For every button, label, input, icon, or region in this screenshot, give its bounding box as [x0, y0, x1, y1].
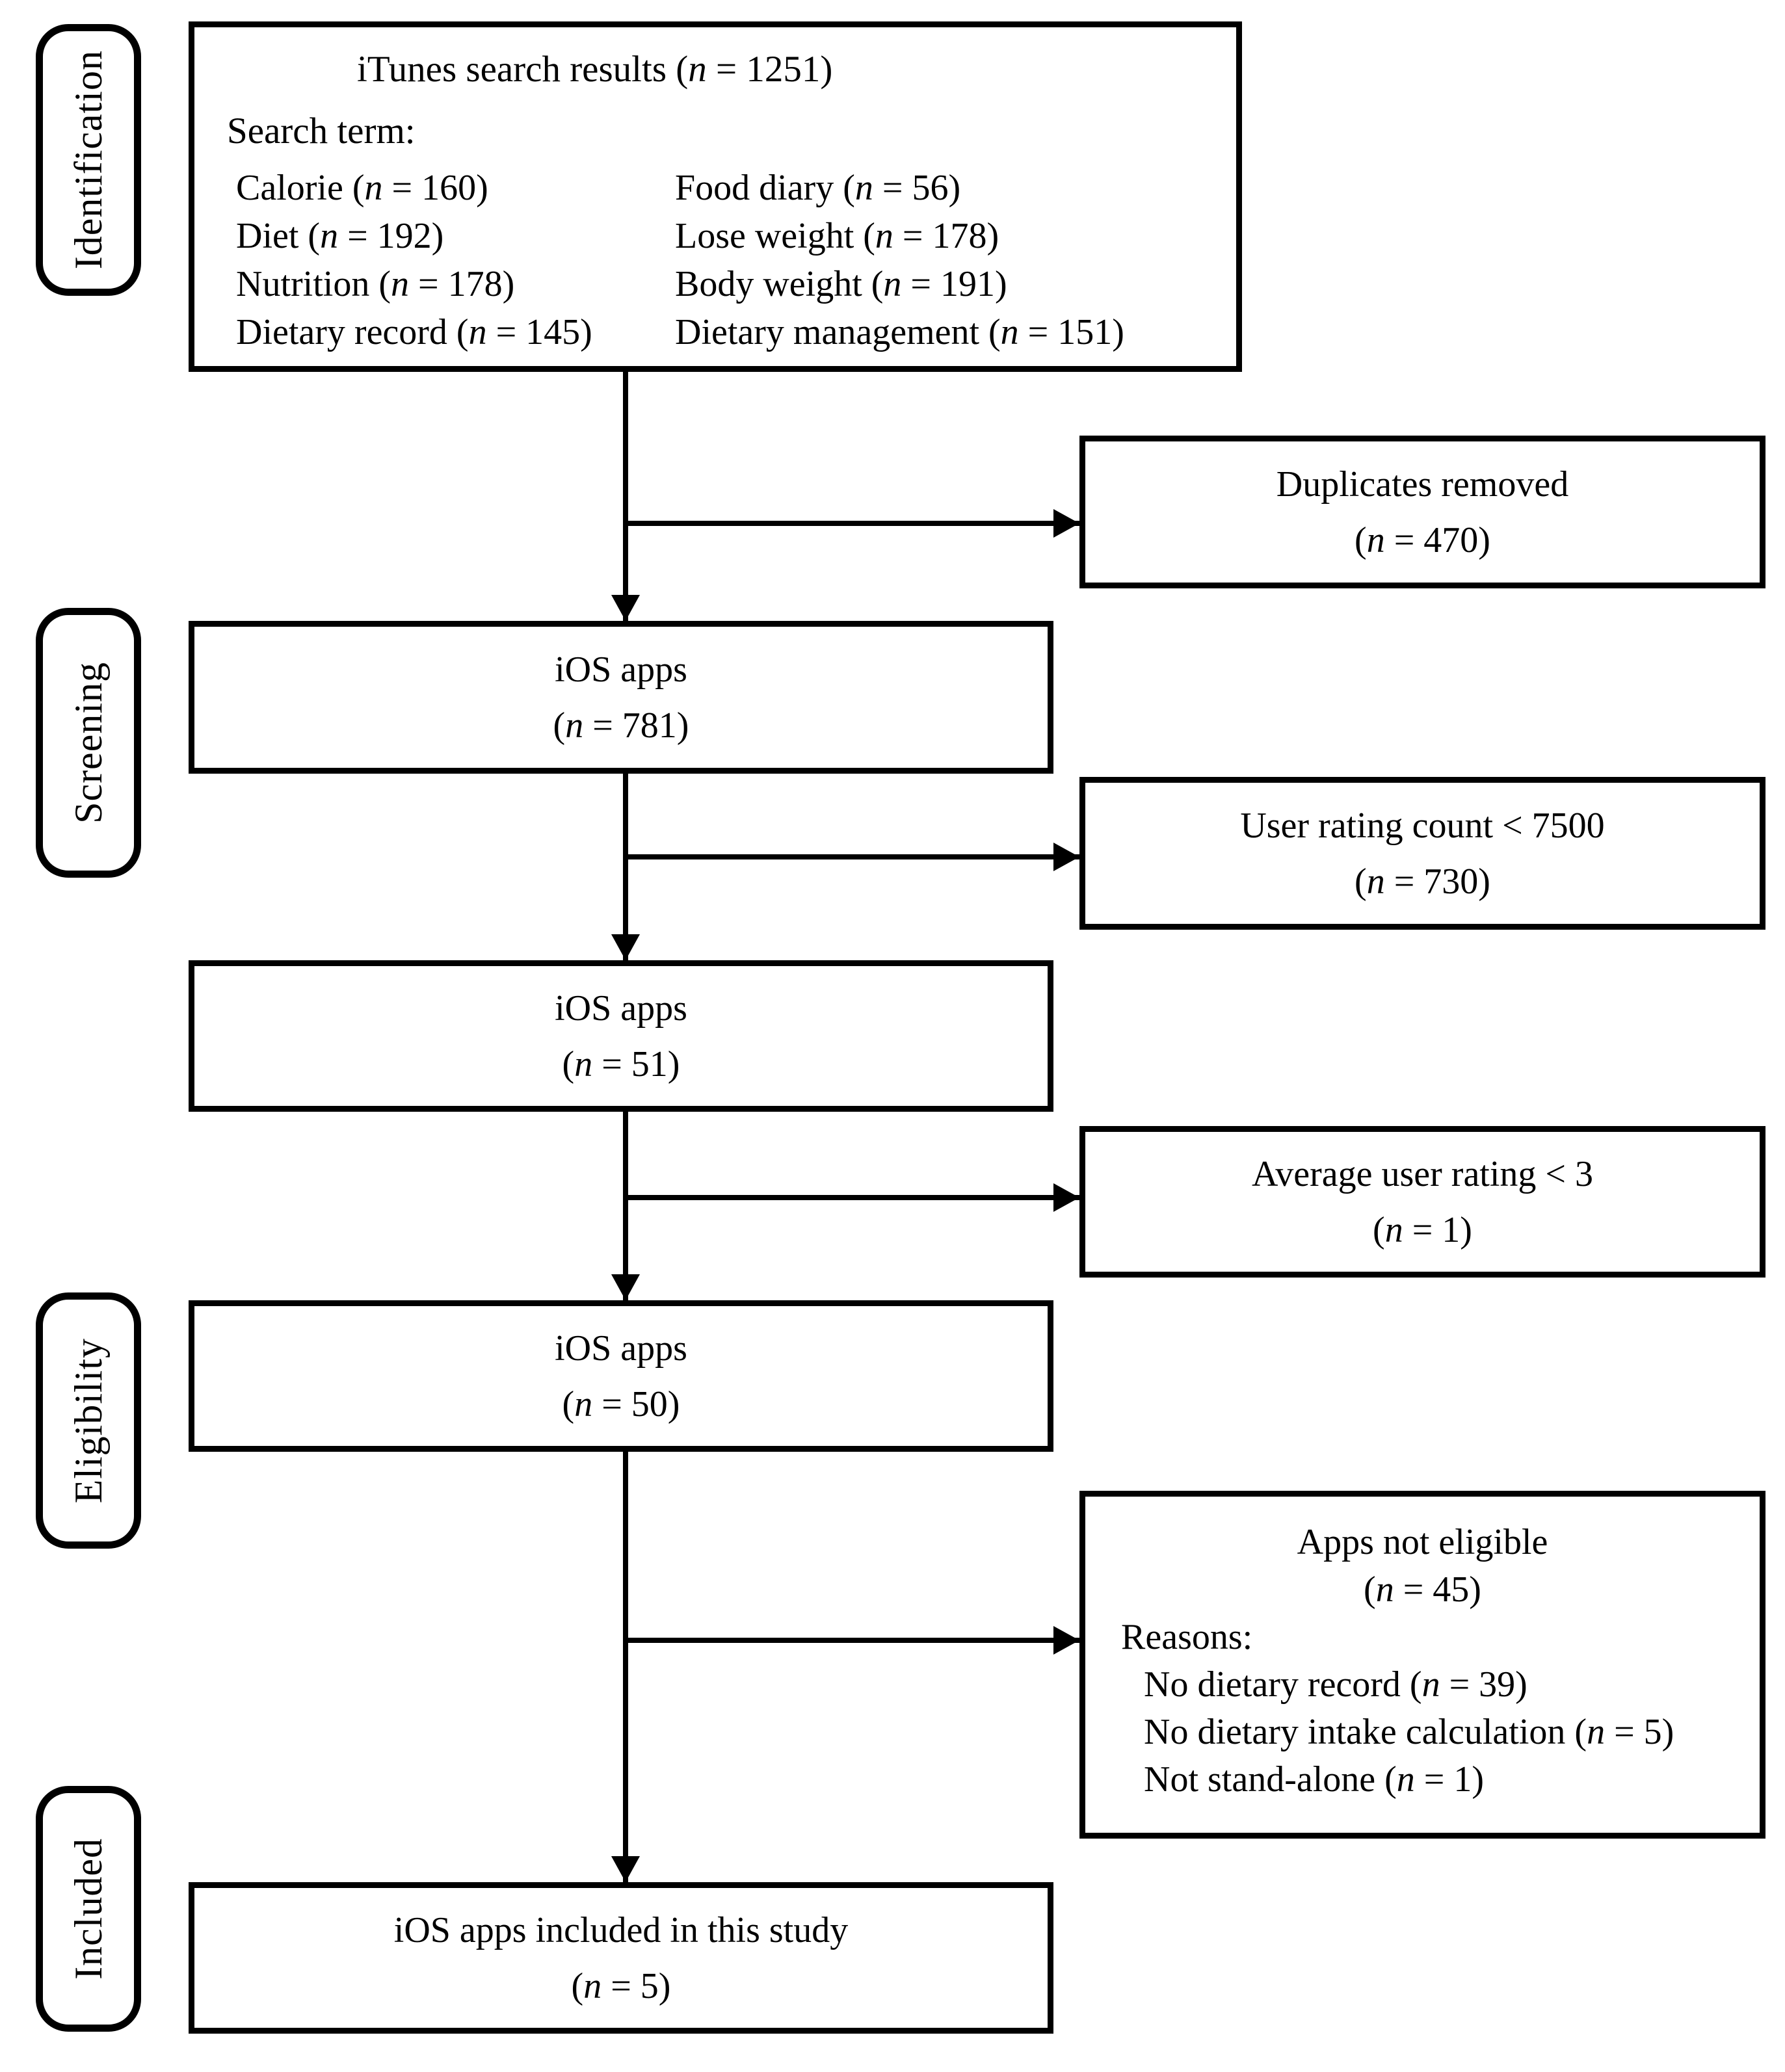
- branch-line-duplicates: [623, 521, 1079, 526]
- right-arrow-icon: [1053, 1626, 1079, 1655]
- right-arrow-icon: [1053, 843, 1079, 871]
- box-line-title: Apps not eligible: [1297, 1522, 1548, 1562]
- box-line-count: (n = 50): [562, 1384, 680, 1424]
- box-line-title: iOS apps: [555, 649, 687, 690]
- box-line-count: (n = 470): [1355, 519, 1490, 560]
- search-term-label: Search term:: [227, 111, 416, 151]
- reason-item: Not stand-alone (n = 1): [1144, 1759, 1485, 1800]
- box-apps-not-eligible: Apps not eligible (n = 45) Reasons: No d…: [1079, 1491, 1765, 1839]
- right-arrow-icon: [1053, 509, 1079, 538]
- stage-identification-label: Identification: [66, 50, 110, 270]
- box-user-rating-count: User rating count < 7500 (n = 730): [1079, 777, 1765, 930]
- flow-line-3: [623, 1112, 628, 1300]
- down-arrow-icon: [611, 595, 640, 621]
- reason-item: No dietary intake calculation (n = 5): [1144, 1712, 1674, 1752]
- stage-included-label: Included: [66, 1838, 110, 1980]
- stage-eligibility: Eligibility: [36, 1292, 141, 1549]
- box-duplicates-removed: Duplicates removed (n = 470): [1079, 436, 1765, 588]
- stage-screening: Screening: [36, 608, 141, 878]
- search-term-item: Dietary management (n = 151): [675, 312, 1124, 352]
- stage-identification: Identification: [36, 24, 141, 296]
- itunes-results-title: iTunes search results (n = 1251): [357, 49, 833, 90]
- box-ios-apps-50: iOS apps (n = 50): [189, 1300, 1053, 1452]
- box-line-title: iOS apps: [555, 1328, 687, 1369]
- flow-line-1: [623, 372, 628, 621]
- branch-line-average-rating: [623, 1195, 1079, 1200]
- box-line-count: (n = 1): [1373, 1209, 1472, 1250]
- box-average-user-rating: Average user rating < 3 (n = 1): [1079, 1126, 1765, 1278]
- box-line-title: iOS apps: [555, 988, 687, 1029]
- box-ios-apps-included: iOS apps included in this study (n = 5): [189, 1882, 1053, 2034]
- search-term-item: Food diary (n = 56): [675, 168, 961, 208]
- down-arrow-icon: [611, 934, 640, 960]
- box-line-count: (n = 730): [1355, 861, 1490, 902]
- box-line-count: (n = 5): [571, 1965, 671, 2006]
- reasons-label: Reasons:: [1121, 1617, 1253, 1657]
- box-line-count: (n = 45): [1364, 1569, 1481, 1610]
- search-term-item: Calorie (n = 160): [236, 168, 488, 208]
- down-arrow-icon: [611, 1274, 640, 1300]
- flow-line-4: [623, 1452, 628, 1882]
- search-term-item: Dietary record (n = 145): [236, 312, 592, 352]
- box-itunes-search-results: iTunes search results (n = 1251) Search …: [189, 21, 1242, 372]
- box-line-title: Duplicates removed: [1276, 464, 1569, 505]
- flow-line-2: [623, 774, 628, 960]
- box-line-title: Average user rating < 3: [1252, 1153, 1593, 1194]
- search-term-item: Diet (n = 192): [236, 216, 444, 256]
- down-arrow-icon: [611, 1856, 640, 1882]
- box-line-count: (n = 51): [562, 1043, 680, 1084]
- box-line-count: (n = 781): [553, 705, 689, 746]
- box-line-title: User rating count < 7500: [1240, 805, 1605, 846]
- stage-included: Included: [36, 1786, 141, 2032]
- box-line-title: iOS apps included in this study: [393, 1909, 849, 1950]
- box-ios-apps-781: iOS apps (n = 781): [189, 621, 1053, 774]
- stage-eligibility-label: Eligibility: [66, 1337, 110, 1504]
- branch-line-rating-count: [623, 854, 1079, 859]
- branch-line-not-eligible: [623, 1638, 1079, 1643]
- stage-screening-label: Screening: [66, 662, 110, 824]
- search-term-item: Nutrition (n = 178): [236, 264, 515, 304]
- search-term-item: Body weight (n = 191): [675, 264, 1007, 304]
- reason-item: No dietary record (n = 39): [1144, 1664, 1527, 1705]
- box-ios-apps-51: iOS apps (n = 51): [189, 960, 1053, 1112]
- search-term-item: Lose weight (n = 178): [675, 216, 999, 256]
- right-arrow-icon: [1053, 1183, 1079, 1212]
